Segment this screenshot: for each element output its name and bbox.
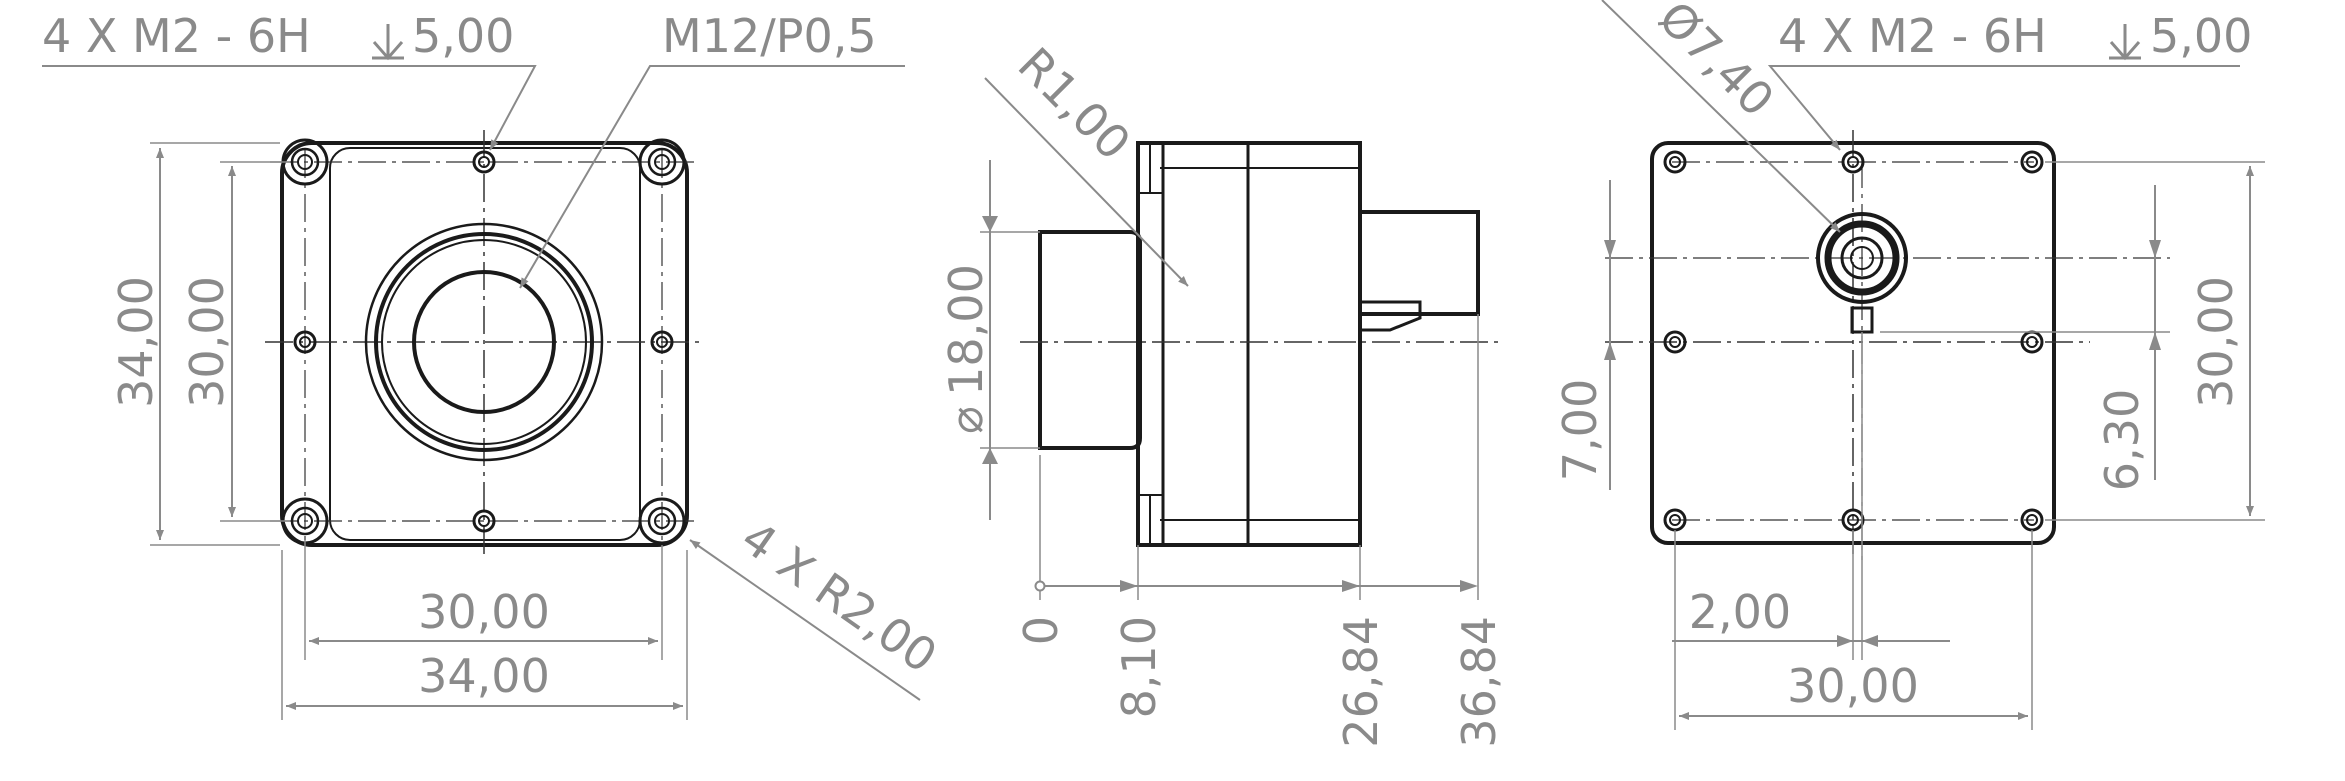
rear-connector-inner xyxy=(1840,236,1884,280)
front-lens-mount-ring xyxy=(374,232,594,452)
front-lens-mount-outer xyxy=(364,222,604,462)
rear-offset-7-00-value: 7,00 xyxy=(1553,379,1607,481)
rear-offset-6-30-value: 6,30 xyxy=(2095,389,2149,491)
front-lens-thread-label: M12/P0,5 xyxy=(662,9,877,63)
front-thread-callout: 4 X M2 - 6H xyxy=(42,9,311,63)
rear-connector-ring xyxy=(1824,220,1900,296)
side-connector xyxy=(1358,210,1480,316)
front-thread-depth: 5,00 xyxy=(412,9,514,63)
side-ordinate-0: 0 xyxy=(1014,616,1068,645)
front-depth-symbol xyxy=(372,24,404,61)
front-view: 4 X M2 - 6H 5,00 M12/P0,5 34,00 30,00 30… xyxy=(42,9,947,720)
rear-width-inner-value: 30,00 xyxy=(1787,659,1919,713)
front-lens-bore xyxy=(412,270,556,414)
rear-thread-depth: 5,00 xyxy=(2150,9,2252,63)
side-connector-latch xyxy=(1360,300,1422,332)
rear-connector-outer xyxy=(1816,212,1908,304)
front-height-inner-value: 30,00 xyxy=(180,276,234,408)
side-fillet-radius-value: R1,00 xyxy=(1008,37,1141,170)
side-ordinate-36-84: 36,84 xyxy=(1452,616,1506,748)
front-thread-leader xyxy=(42,65,537,151)
front-lens-thread-leader xyxy=(519,65,905,289)
front-corner-radius-value: 4 X R2,00 xyxy=(732,510,947,683)
side-view: R1,00 ⌀ 18,00 0 8,10 26,84 36,84 xyxy=(939,37,1506,748)
rear-depth-symbol xyxy=(2109,24,2141,61)
side-fillet-leader xyxy=(984,77,1189,287)
rear-connector-dia-value: Ø7,40 xyxy=(1648,0,1784,127)
side-barrel-dia-value: 18,00 xyxy=(939,264,993,396)
front-width-inner-value: 30,00 xyxy=(418,585,550,639)
side-lens-barrel xyxy=(1038,230,1142,450)
rear-height-inner-value: 30,00 xyxy=(2189,276,2243,408)
front-inner-plate xyxy=(329,147,641,541)
rear-connector-dia-leader xyxy=(1601,0,1841,233)
rear-thread-callout: 4 X M2 - 6H xyxy=(1778,9,2047,63)
side-ordinate-26-84: 26,84 xyxy=(1334,616,1388,748)
front-corner-radius-leader xyxy=(689,539,921,701)
front-lens-mount-ring-inner xyxy=(381,239,587,445)
rear-thread-leader xyxy=(1767,65,2240,151)
rear-offset-2-00-value: 2,00 xyxy=(1689,585,1791,639)
rear-view: Ø7,40 4 X M2 - 6H 5,00 30,00 6,30 7,00 2… xyxy=(1553,0,2265,730)
front-height-outer-value: 34,00 xyxy=(109,276,163,408)
side-ordinate-8-10: 8,10 xyxy=(1112,616,1166,718)
side-diameter-symbol: ⌀ xyxy=(939,406,993,434)
front-width-outer-value: 34,00 xyxy=(418,649,550,703)
